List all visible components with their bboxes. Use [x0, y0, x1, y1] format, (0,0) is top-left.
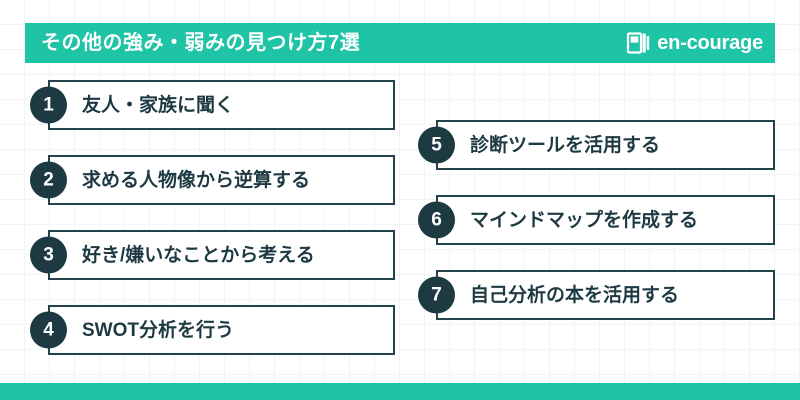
item-number-badge: 5: [418, 126, 455, 164]
list-item[interactable]: 3 好き/嫌いなことから考える: [30, 230, 395, 280]
bottom-accent-bar: [0, 383, 800, 400]
list-item[interactable]: 4 SWOT分析を行う: [30, 305, 395, 355]
page-title: その他の強み・弱みの見つけ方7選: [41, 32, 361, 54]
book-icon: [627, 32, 650, 54]
list-item-label: 診断ツールを活用する: [470, 134, 661, 156]
list-item-label: 自己分析の本を活用する: [470, 284, 680, 306]
brand-logo: en-courage: [626, 30, 763, 56]
list-item-label: SWOT分析を行う: [82, 319, 234, 341]
item-number-badge: 1: [30, 86, 67, 124]
list-item-label: 好き/嫌いなことから考える: [82, 244, 315, 266]
list-column-left: 1 友人・家族に聞く 2 求める人物像から逆算する 3 好き/嫌いなことから考え…: [30, 80, 395, 355]
header-bar: その他の強み・弱みの見つけ方7選 en-courage: [25, 23, 775, 63]
brand-name: en-courage: [657, 32, 763, 54]
item-number-badge: 7: [418, 276, 455, 314]
item-number-badge: 6: [418, 201, 455, 239]
list-item-label: マインドマップを作成する: [470, 209, 699, 231]
list-item[interactable]: 5 診断ツールを活用する: [418, 120, 775, 170]
list-item[interactable]: 2 求める人物像から逆算する: [30, 155, 395, 205]
list-item[interactable]: 1 友人・家族に聞く: [30, 80, 395, 130]
item-number-badge: 3: [30, 236, 67, 274]
list-item-label: 求める人物像から逆算する: [82, 169, 311, 191]
list-item[interactable]: 7 自己分析の本を活用する: [418, 270, 775, 320]
list-item-label: 友人・家族に聞く: [82, 94, 235, 116]
list-item[interactable]: 6 マインドマップを作成する: [418, 195, 775, 245]
list-column-right: 5 診断ツールを活用する 6 マインドマップを作成する 7 自己分析の本を活用す…: [418, 120, 775, 320]
item-number-badge: 2: [30, 161, 67, 199]
item-number-badge: 4: [30, 311, 67, 349]
